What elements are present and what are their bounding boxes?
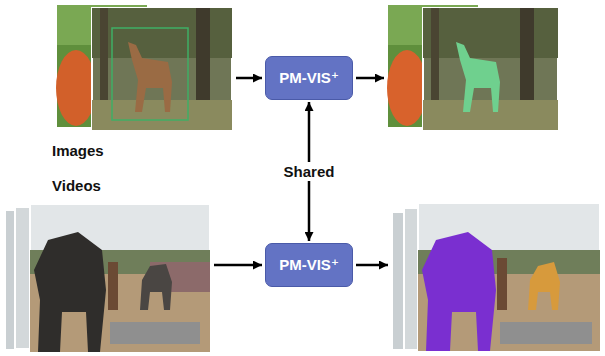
modality-label: Videos	[52, 177, 101, 194]
edge-label: Shared	[281, 162, 338, 181]
input-video-frames	[5, 204, 210, 352]
output-video-frames	[392, 203, 600, 351]
input-images	[56, 5, 232, 130]
process-box: PM-VIS⁺	[265, 56, 353, 100]
modality-label: Images	[52, 142, 104, 159]
box-label: PM-VIS⁺	[279, 69, 339, 87]
process-box: PM-VIS⁺	[265, 243, 353, 287]
box-label: PM-VIS⁺	[279, 256, 339, 274]
flow-arrows	[214, 78, 388, 265]
output-images	[387, 5, 558, 130]
